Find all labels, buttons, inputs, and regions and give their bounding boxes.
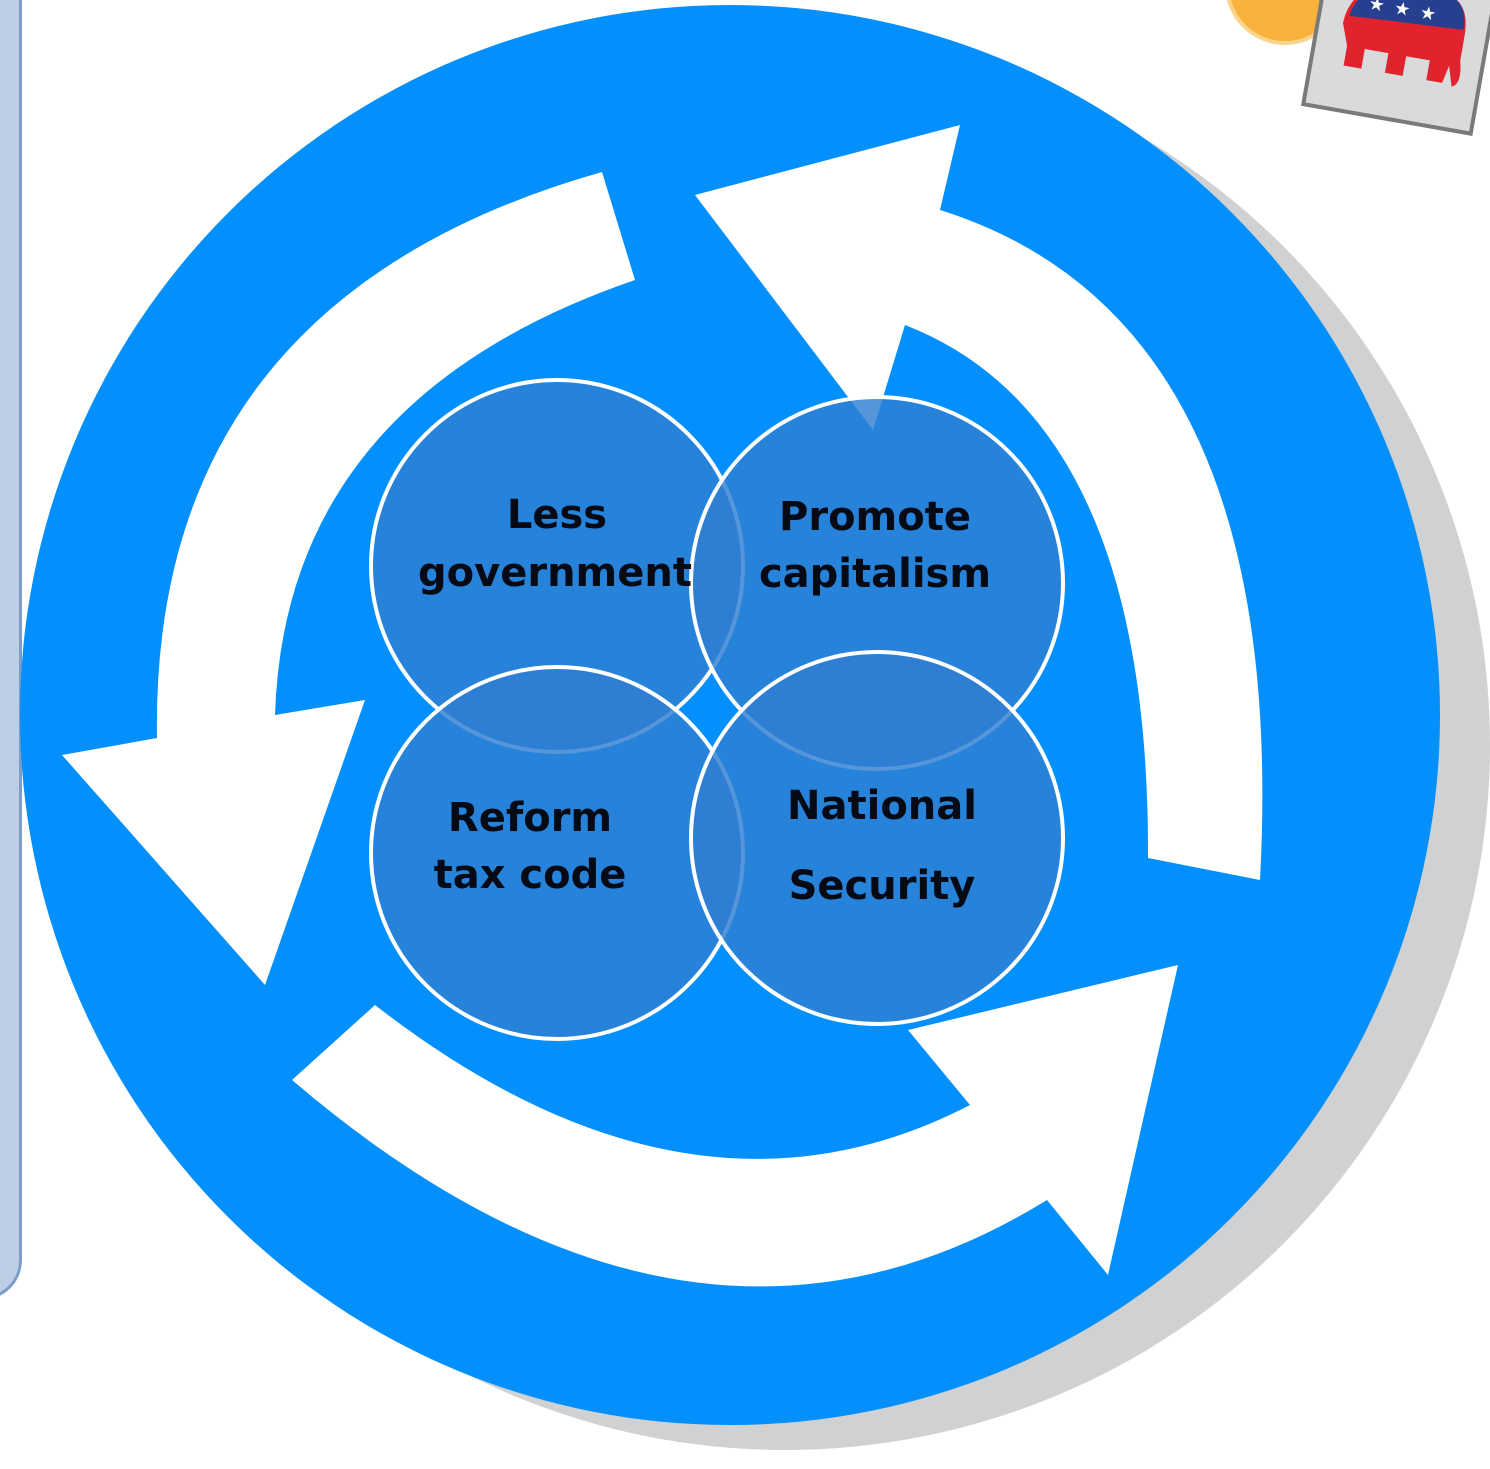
arrow-top-right	[695, 125, 1263, 880]
circle-national-security	[689, 650, 1065, 1026]
label-tax-code: tax code	[434, 852, 627, 898]
arrow-bottom-right	[292, 965, 1178, 1287]
svg-text:★: ★	[1418, 2, 1438, 25]
arrow-left	[62, 172, 635, 985]
label-security: Security	[789, 863, 976, 909]
badge-circle	[1226, 0, 1344, 45]
svg-text:★: ★	[1367, 0, 1387, 17]
svg-text:★: ★	[1393, 0, 1413, 21]
label-reform: Reform	[448, 795, 612, 841]
label-less: Less	[507, 492, 607, 538]
label-national: National	[787, 783, 977, 829]
label-promote: Promote	[779, 494, 971, 540]
label-capitalism: capitalism	[759, 551, 991, 597]
cycle-arrows	[62, 125, 1263, 1287]
circle-group	[369, 378, 1065, 1041]
republican-elephant-icon: ★ ★ ★	[1300, 0, 1490, 136]
label-government: government	[418, 550, 692, 596]
